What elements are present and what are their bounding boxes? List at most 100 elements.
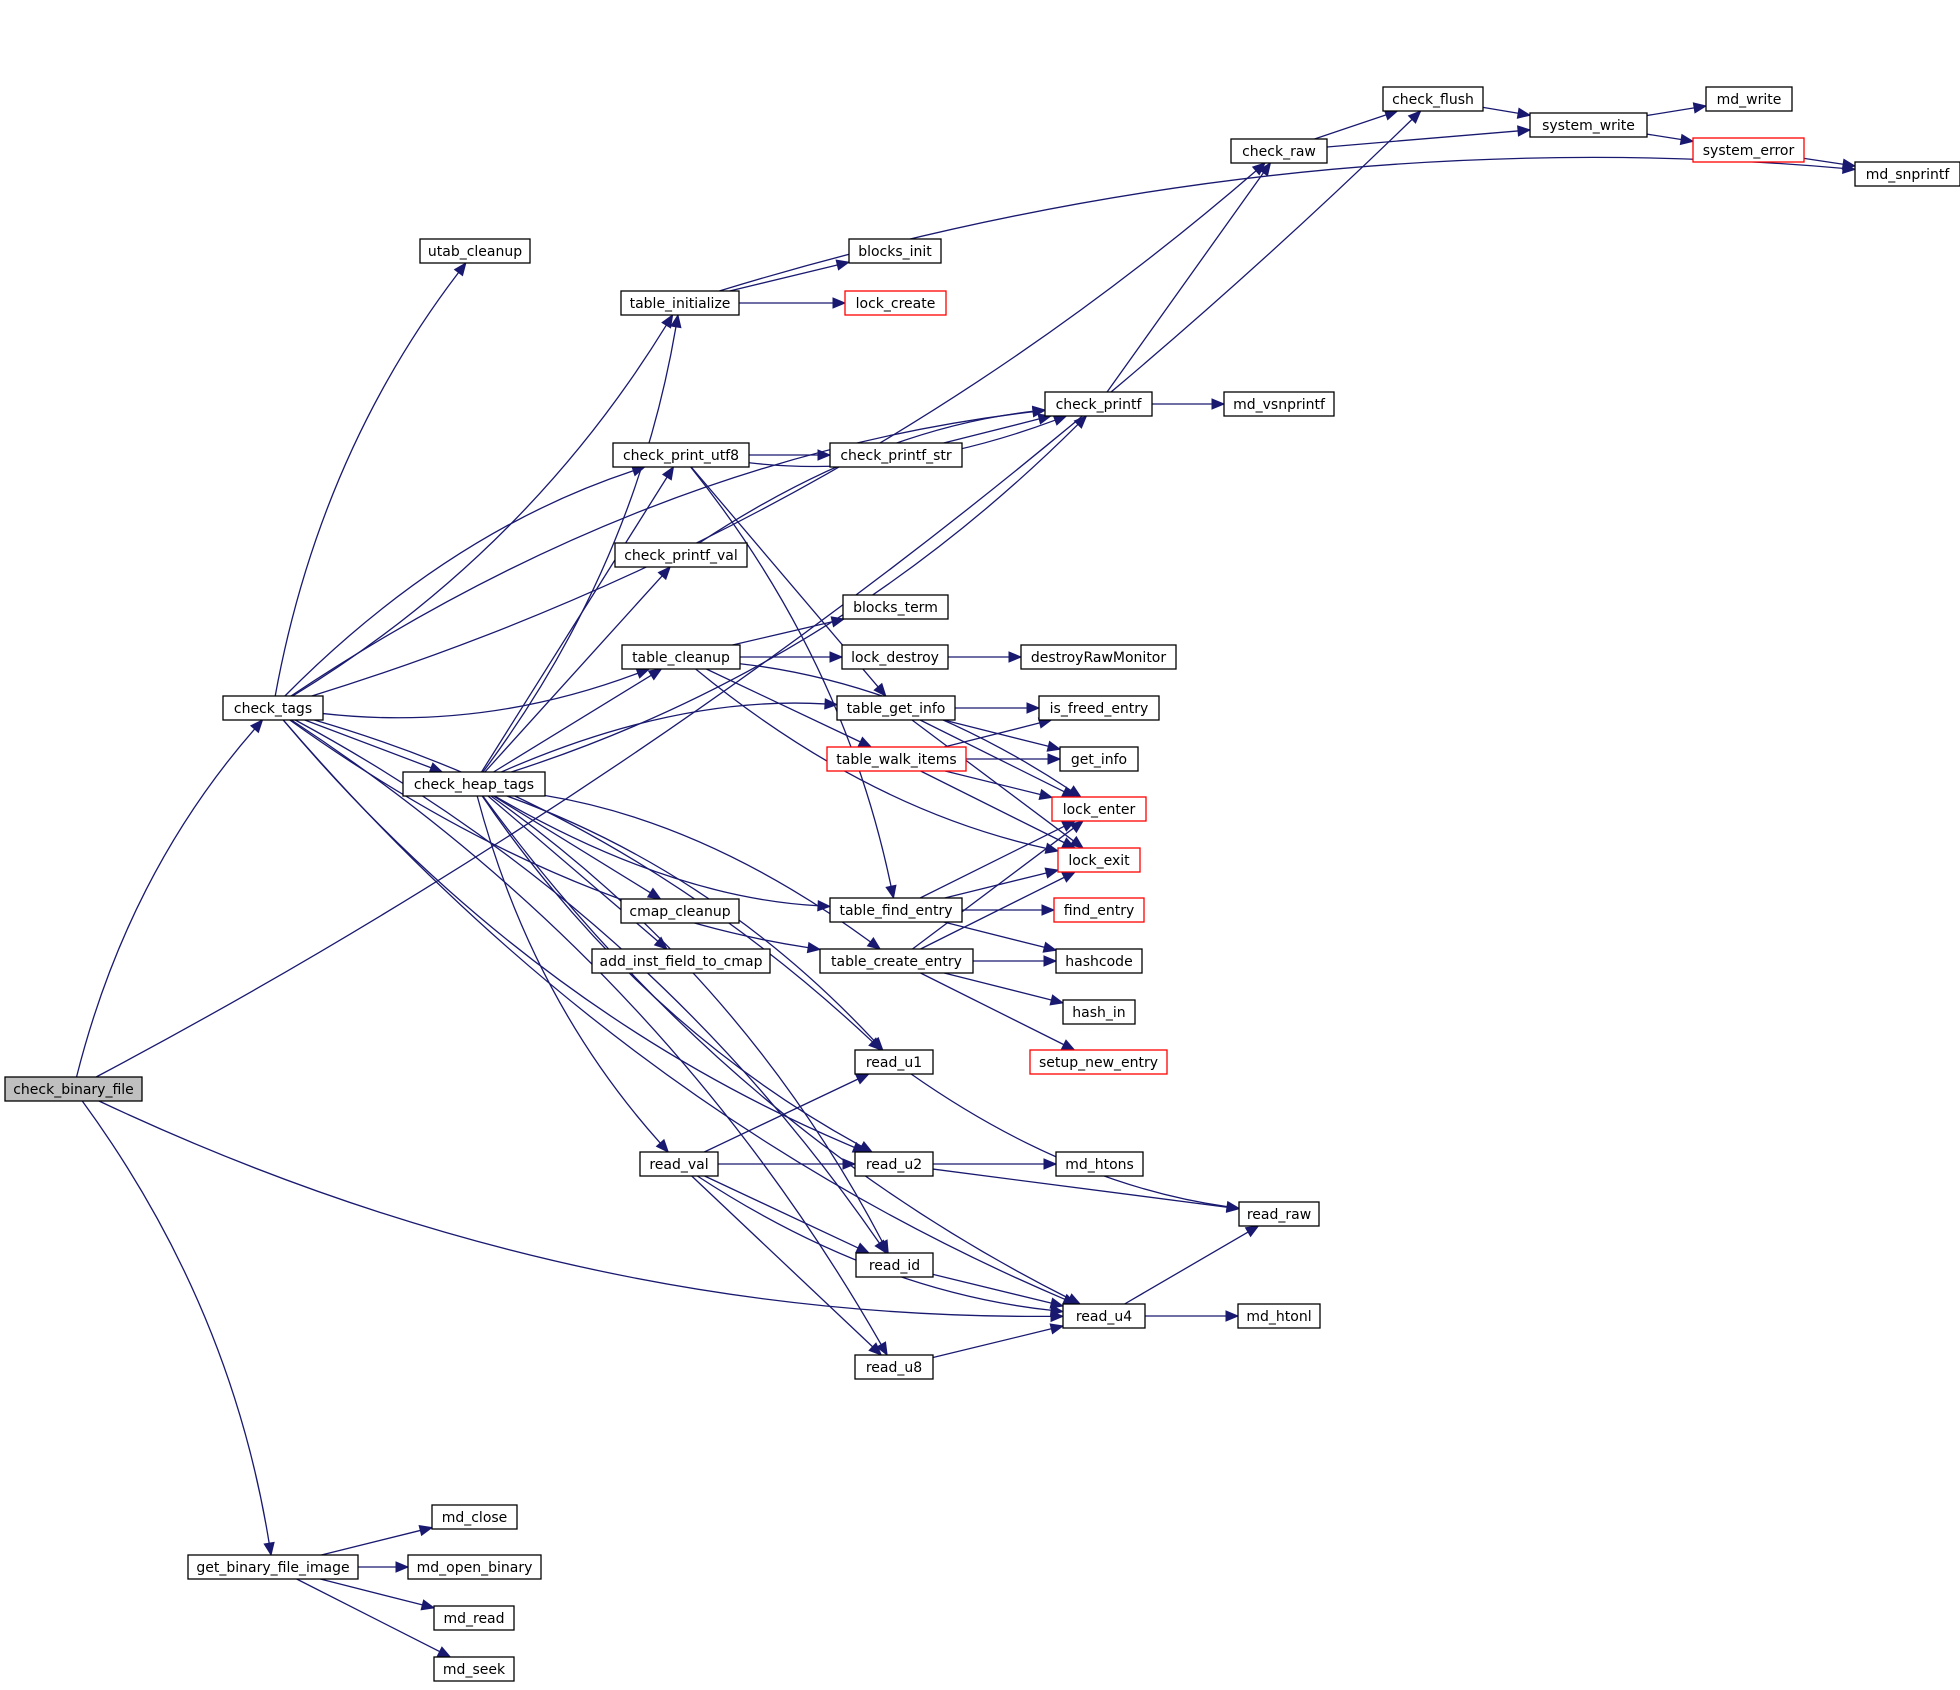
graph-node-lock-create[interactable]: lock_create [844,290,947,316]
node-box[interactable] [222,695,324,721]
graph-node-lock-enter[interactable]: lock_enter [1051,796,1147,822]
graph-node-table-get-info[interactable]: table_get_info [836,695,956,721]
node-box[interactable] [1044,391,1153,417]
node-box[interactable] [855,1252,934,1278]
graph-node-find-entry[interactable]: find_entry [1053,897,1145,923]
node-box[interactable] [1854,161,1960,187]
node-box[interactable] [819,948,974,974]
node-box[interactable] [1057,847,1141,873]
node-box[interactable] [402,771,546,797]
graph-node-system-write[interactable]: system_write [1529,112,1648,138]
node-box[interactable] [1062,1303,1146,1329]
graph-node-check-tags[interactable]: check_tags [222,695,324,721]
graph-node-check-heap-tags[interactable]: check_heap_tags [402,771,546,797]
node-box[interactable] [1053,897,1145,923]
graph-node-md-vsnprintf[interactable]: md_vsnprintf [1223,391,1335,417]
graph-node-table-create-entry[interactable]: table_create_entry [819,948,974,974]
node-box[interactable] [1237,1303,1321,1329]
node-box[interactable] [621,644,741,670]
node-box[interactable] [829,897,963,923]
graph-node-check-flush[interactable]: check_flush [1382,86,1484,112]
node-box[interactable] [419,238,531,264]
graph-node-table-cleanup[interactable]: table_cleanup [621,644,741,670]
graph-node-read-val[interactable]: read_val [639,1151,719,1177]
node-box[interactable] [614,542,748,568]
graph-node-lock-destroy[interactable]: lock_destroy [841,644,949,670]
graph-node-md-snprintf[interactable]: md_snprintf [1854,161,1960,187]
graph-node-read-u1[interactable]: read_u1 [854,1049,934,1075]
graph-node-read-id[interactable]: read_id [855,1252,934,1278]
node-box[interactable] [854,1049,934,1075]
node-box[interactable] [848,238,942,264]
graph-node-is-freed-entry[interactable]: is_freed_entry [1038,695,1160,721]
node-box[interactable] [826,746,967,772]
graph-node-lock-exit[interactable]: lock_exit [1057,847,1141,873]
node-box[interactable] [836,695,956,721]
graph-node-cmap-cleanup[interactable]: cmap_cleanup [620,898,740,924]
node-box[interactable] [1705,86,1793,112]
graph-node-read-raw[interactable]: read_raw [1238,1201,1320,1227]
node-box[interactable] [1059,746,1139,772]
graph-node-table-walk-items[interactable]: table_walk_items [826,746,967,772]
graph-node-blocks-init[interactable]: blocks_init [848,238,942,264]
graph-node-get-info[interactable]: get_info [1059,746,1139,772]
node-box[interactable] [841,644,949,670]
node-box[interactable] [842,594,949,620]
graph-node-blocks-term[interactable]: blocks_term [842,594,949,620]
node-box[interactable] [187,1554,359,1580]
graph-node-utab-cleanup[interactable]: utab_cleanup [419,238,531,264]
graph-node-md-write[interactable]: md_write [1705,86,1793,112]
graph-node-md-close[interactable]: md_close [431,1504,518,1530]
graph-node-check-printf-str[interactable]: check_printf_str [829,442,963,468]
graph-node-add-inst-field-to-cmap[interactable]: add_inst_field_to_cmap [591,948,771,974]
node-box[interactable] [1051,796,1147,822]
node-box[interactable] [433,1656,515,1682]
graph-node-hashcode[interactable]: hashcode [1055,948,1143,974]
graph-node-read-u4[interactable]: read_u4 [1062,1303,1146,1329]
node-box[interactable] [1038,695,1160,721]
node-box[interactable] [829,442,963,468]
node-box[interactable] [1055,1151,1144,1177]
graph-node-md-htonl[interactable]: md_htonl [1237,1303,1321,1329]
node-box[interactable] [1382,86,1484,112]
graph-node-check-printf[interactable]: check_printf [1044,391,1153,417]
node-box[interactable] [639,1151,719,1177]
graph-node-table-initialize[interactable]: table_initialize [620,290,740,316]
graph-node-md-seek[interactable]: md_seek [433,1656,515,1682]
graph-node-setup-new-entry[interactable]: setup_new_entry [1029,1049,1168,1075]
node-box[interactable] [854,1151,934,1177]
graph-node-read-u2[interactable]: read_u2 [854,1151,934,1177]
graph-node-md-read[interactable]: md_read [433,1605,515,1631]
node-box[interactable] [854,1354,934,1380]
graph-node-destroyrawmonitor[interactable]: destroyRawMonitor [1020,644,1177,670]
node-box[interactable] [612,442,750,468]
graph-node-read-u8[interactable]: read_u8 [854,1354,934,1380]
graph-node-table-find-entry[interactable]: table_find_entry [829,897,963,923]
node-box[interactable] [1230,138,1328,164]
node-box[interactable] [1692,137,1805,163]
graph-node-get-binary-file-image[interactable]: get_binary_file_image [187,1554,359,1580]
node-box[interactable] [431,1504,518,1530]
graph-node-hash-in[interactable]: hash_in [1062,999,1136,1025]
node-box[interactable] [4,1076,143,1102]
graph-node-check-printf-val[interactable]: check_printf_val [614,542,748,568]
graph-node-check-print-utf8[interactable]: check_print_utf8 [612,442,750,468]
node-box[interactable] [1055,948,1143,974]
node-box[interactable] [1238,1201,1320,1227]
node-box[interactable] [620,898,740,924]
graph-node-check-raw[interactable]: check_raw [1230,138,1328,164]
node-box[interactable] [844,290,947,316]
node-box[interactable] [1223,391,1335,417]
graph-node-system-error[interactable]: system_error [1692,137,1805,163]
node-box[interactable] [591,948,771,974]
node-box[interactable] [433,1605,515,1631]
node-box[interactable] [1062,999,1136,1025]
node-box[interactable] [1020,644,1177,670]
node-box[interactable] [407,1554,542,1580]
graph-node-md-htons[interactable]: md_htons [1055,1151,1144,1177]
node-box[interactable] [620,290,740,316]
node-box[interactable] [1029,1049,1168,1075]
node-box[interactable] [1529,112,1648,138]
graph-node-check-binary-file[interactable]: check_binary_file [4,1076,143,1102]
graph-node-md-open-binary[interactable]: md_open_binary [407,1554,542,1580]
